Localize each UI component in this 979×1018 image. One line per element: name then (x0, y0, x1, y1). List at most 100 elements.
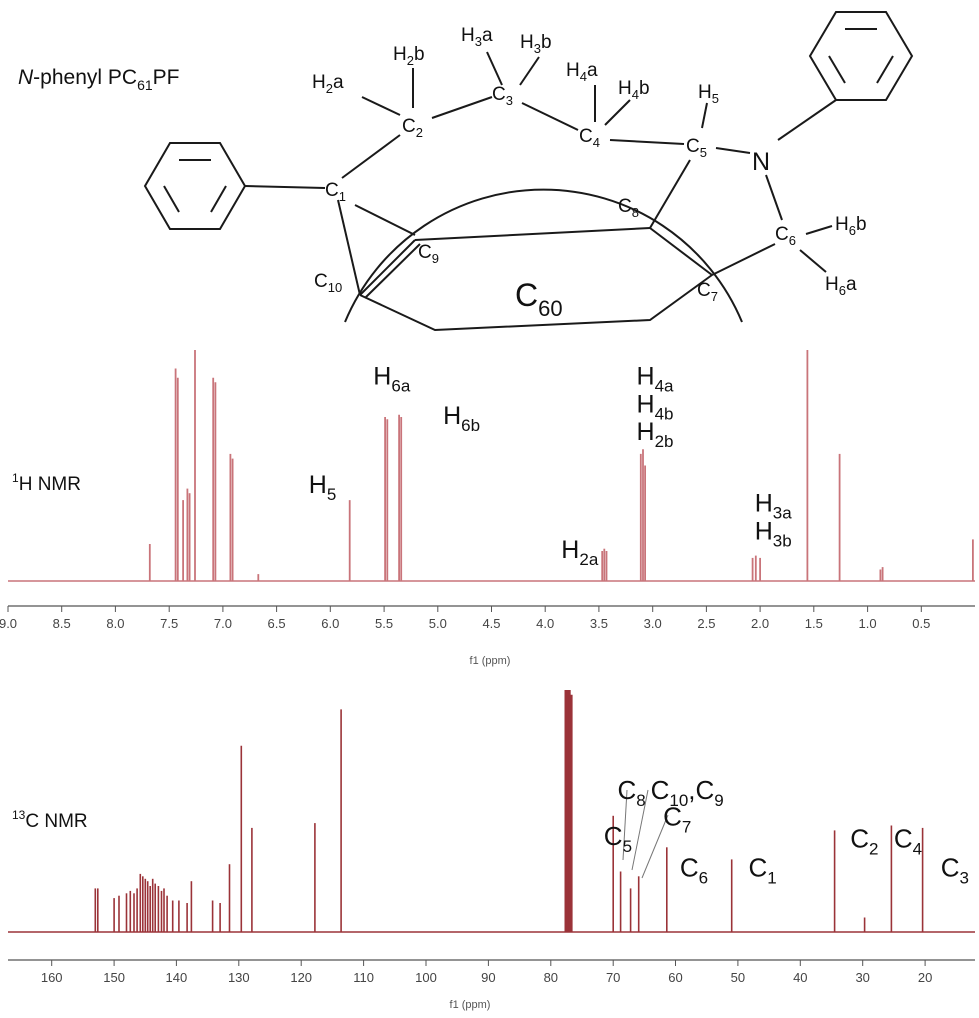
h-nmr-tick-label: 1.0 (859, 616, 877, 631)
atom-h6a: H6a (825, 274, 857, 298)
h-nmr-tick-label: 5.5 (375, 616, 393, 631)
bond-c10-c9-double (364, 243, 421, 299)
h-nmr-tick-label: 6.0 (321, 616, 339, 631)
h-nmr-peak-annotation: H5 (309, 471, 337, 504)
c-nmr-peak-annotation: C7 (663, 802, 691, 837)
atom-h3a: H3a (461, 25, 493, 49)
h-nmr-peak-annotation: H2a (561, 536, 599, 569)
bond-c1-c10 (337, 199, 361, 296)
c60-label: C60 (515, 277, 563, 321)
h-nmr-tick-label: 2.5 (697, 616, 715, 631)
h-nmr-tick-label: 6.5 (268, 616, 286, 631)
h-nmr-peak-annotation: H3a (755, 490, 793, 523)
c-nmr-tick-label: 160 (41, 970, 63, 985)
h-nmr-peak-annotation: H2b (637, 418, 674, 451)
left-phenyl-double-bond (163, 185, 180, 213)
c-nmr-tick-label: 140 (166, 970, 188, 985)
c-nmr-tick-label: 90 (481, 970, 495, 985)
left-phenyl-ring (143, 142, 247, 230)
atom-c6: C6 (775, 224, 796, 248)
right-phenyl-double-bond (876, 55, 894, 84)
atom-c2: C2 (402, 116, 423, 140)
c60-cage-lower (359, 274, 713, 332)
bond-c8-c7 (649, 227, 713, 276)
h-nmr-tick-label: 7.5 (160, 616, 178, 631)
h-nmr-tick-label: 7.0 (214, 616, 232, 631)
c-nmr-tick-label: 130 (228, 970, 250, 985)
atom-h4b: H4b (618, 78, 650, 102)
bond-n-c6 (765, 174, 783, 221)
leader-c7 (641, 814, 669, 879)
bond-c2-h2a (361, 96, 401, 116)
bond-c2-c3 (431, 96, 493, 119)
bond-c6-h6b (805, 225, 833, 235)
c-nmr-peak-annotation: C4 (894, 823, 922, 858)
c-nmr-peak-annotation: C10, (651, 775, 696, 810)
leader-c8 (622, 789, 628, 861)
c-nmr-tick-label: 50 (731, 970, 745, 985)
c-nmr-tick-label: 30 (855, 970, 869, 985)
h-nmr-peak-annotation: H3b (755, 517, 792, 550)
atom-h4a: H4a (566, 60, 598, 84)
c-nmr-tick-label: 60 (668, 970, 682, 985)
atom-h3b: H3b (520, 32, 552, 56)
h-nmr-tick-label: 5.0 (429, 616, 447, 631)
h-nmr-peak-annotation: H4b (637, 390, 674, 423)
bond-c3-h3a (486, 51, 503, 86)
right-phenyl-ring (808, 11, 914, 101)
c-nmr-tick-label: 70 (606, 970, 620, 985)
atom-c1: C1 (325, 180, 346, 204)
c-nmr-peak-annotation: C6 (680, 852, 708, 887)
c-nmr-tick-label: 150 (103, 970, 125, 985)
c-nmr-peaks (94, 690, 924, 932)
bond-c1-c2 (341, 134, 401, 179)
c-nmr-tick-label: 120 (290, 970, 312, 985)
c-nmr-peak-annotation: C5 (604, 821, 632, 856)
bond-c1-c9 (354, 204, 416, 236)
c-nmr-tick-label: 110 (353, 970, 374, 985)
bond-c3-c4 (521, 102, 579, 131)
atom-c10: C10 (314, 271, 342, 295)
bond-c6-h6a (799, 249, 827, 273)
atom-c8: C8 (618, 196, 639, 220)
h-nmr-label: 1H NMR (12, 471, 81, 495)
h-nmr-tick-label: 2.0 (751, 616, 769, 631)
atom-n: N (752, 148, 770, 176)
bond-c5-c8 (649, 159, 691, 229)
bond-c9-c8 (414, 227, 651, 241)
c60-cage-arc (344, 188, 743, 323)
c-nmr-peak-annotation: C1 (749, 852, 777, 887)
c-nmr-label: 13C NMR (12, 808, 88, 832)
c-nmr-peak-annotation: C9 (696, 775, 724, 810)
atom-c3: C3 (492, 84, 513, 108)
h-nmr-tick-label: 4.5 (482, 616, 500, 631)
bond-c10-c9 (359, 239, 416, 296)
h-nmr-tick-label: 3.5 (590, 616, 608, 631)
left-phenyl-double-bond (210, 185, 227, 213)
bond-ph-n (777, 99, 837, 141)
h-nmr-tick-label: 0.5 (912, 616, 930, 631)
molecule-title: N-phenyl PC61PF (18, 66, 179, 93)
atom-c7: C7 (697, 280, 718, 304)
bond-c3-h3b (519, 56, 540, 86)
c-nmr-tick-label: 40 (793, 970, 807, 985)
h-nmr-tick-label: 8.0 (106, 616, 124, 631)
c-nmr-peak-annotation: C2 (850, 823, 878, 858)
c-nmr-leader-lines (622, 789, 669, 879)
leader-c10 (631, 789, 649, 871)
h-nmr-tick-label: 1.5 (805, 616, 823, 631)
c-nmr-x-axis-title: f1 (ppm) (450, 999, 491, 1011)
c-nmr-peak-annotation: C3 (941, 852, 969, 887)
c-nmr-peak-annotation: C8 (618, 775, 646, 810)
molecule-structure: N-phenyl PC61PF (18, 11, 914, 332)
bond-ph-c1 (244, 185, 326, 189)
h-nmr-tick-label: 8.5 (53, 616, 71, 631)
bond-c5-n (715, 147, 751, 154)
h-nmr-tick-label: 9.0 (0, 616, 17, 631)
h-nmr-peaks (148, 350, 974, 581)
